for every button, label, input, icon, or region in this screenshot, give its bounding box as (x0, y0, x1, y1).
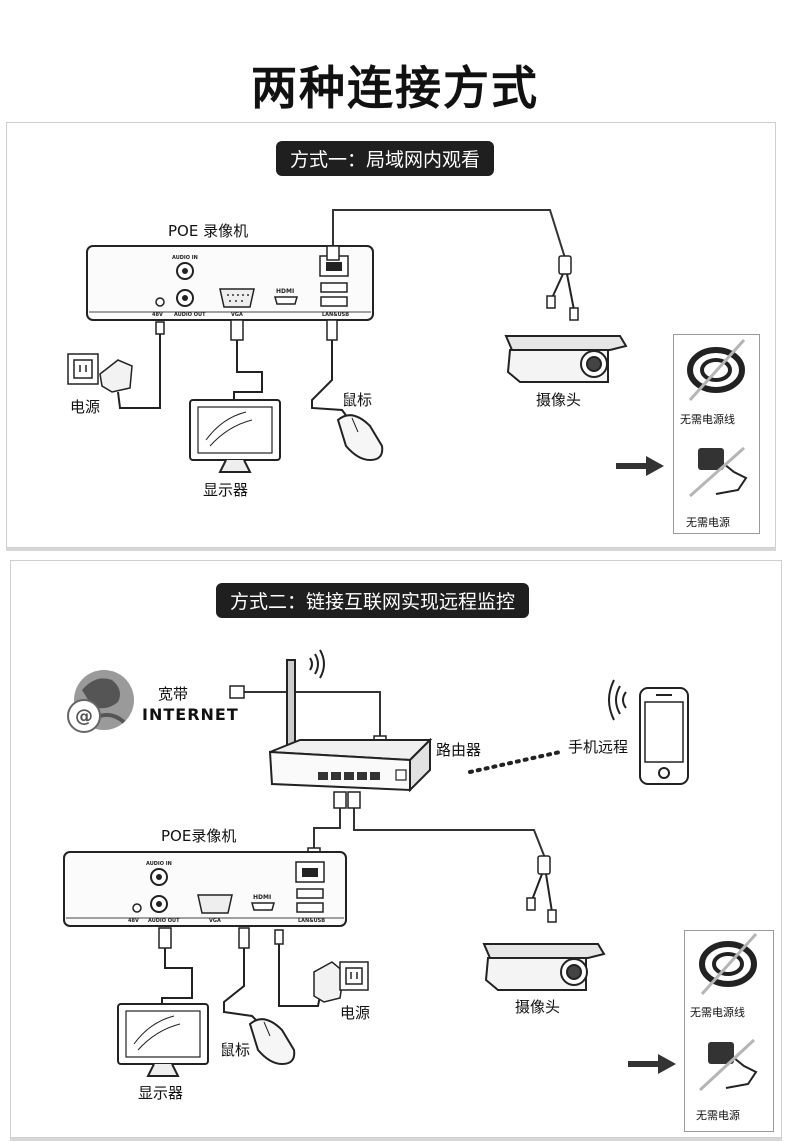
method2-vga-label: VGA (209, 918, 221, 924)
method2-broadband-label: 宽带 (158, 685, 189, 703)
method1-no-cable-icon (687, 338, 746, 402)
method1-vga-label: VGA (231, 312, 243, 318)
method2-phone-wifi-icon (608, 679, 627, 721)
method1-dc-label: 48V (152, 312, 163, 318)
method1-monitor-icon (189, 399, 281, 473)
method2-no-cable-icon (699, 932, 758, 996)
method1-power-label: 电源 (70, 398, 101, 416)
method1-nvr-device (86, 245, 374, 321)
method1-mouse-label: 鼠标 (342, 391, 373, 409)
method2-camera-pigtail (526, 855, 557, 923)
method2-hdmi-label: HDMI (253, 894, 271, 901)
method1-no-cable-label: 无需电源线 (680, 413, 735, 426)
method1-audio-in-label: AUDIO IN (172, 255, 198, 261)
method1-camera-label: 摄像头 (536, 391, 582, 409)
method1-nvr-label: POE 录像机 (168, 222, 249, 240)
method1-lan-usb-label: LAN&USB (322, 312, 349, 318)
method2-router-wifi-icon (309, 649, 325, 679)
method2-camera-label: 摄像头 (515, 998, 561, 1016)
method2-internet-globe-icon: @ (67, 670, 134, 733)
method1-network-cable (332, 209, 566, 259)
method2-mouse-label: 鼠标 (220, 1041, 251, 1059)
method1-hdmi-label: HDMI (276, 288, 294, 295)
method2-router-label: 路由器 (436, 741, 482, 759)
method2-no-cable-label: 无需电源线 (690, 1006, 745, 1019)
method2-heading: 方式二：链接互联网实现远程监控 (216, 583, 530, 618)
method2-dc-label: 48V (128, 918, 139, 924)
method2-internet-text: INTERNET (142, 705, 239, 724)
method2-no-power-icon (698, 1038, 758, 1092)
method2-vga-cable (158, 927, 193, 1008)
method2-no-power-label: 无需电源 (696, 1109, 740, 1122)
method2-mouse-icon (248, 1018, 296, 1066)
method2-nvr-device (63, 851, 347, 927)
method1-mouse-cable (311, 319, 349, 419)
method1-rj45-plug (326, 245, 340, 261)
method1-mouse-icon (336, 414, 384, 462)
method1-vga-cable (230, 319, 263, 402)
method1-monitor-label: 显示器 (203, 481, 249, 499)
method2-router-camera-cable (347, 791, 546, 859)
method2-phone-label: 手机远程 (568, 738, 629, 756)
method2-audio-out-label: AUDIO OUT (148, 918, 180, 924)
method1-camera-icon (504, 335, 628, 383)
method1-arrow-icon (616, 456, 664, 476)
method1-no-power-icon (689, 446, 748, 498)
method1-heading: 方式一：局域网内观看 (276, 141, 495, 176)
svg-text:@: @ (75, 706, 93, 727)
method2-power-adapter (274, 929, 369, 1007)
method2-power-label: 电源 (340, 1004, 371, 1022)
method1-power-adapter (67, 321, 165, 409)
method1-panel (6, 122, 776, 548)
method2-phone-icon (639, 687, 689, 785)
method2-lan-usb-label: LAN&USB (298, 918, 325, 924)
method2-router-icon (268, 659, 433, 793)
method2-wireless-link (468, 750, 562, 774)
method1-camera-pigtail (546, 255, 579, 321)
method2-camera-icon (482, 943, 606, 991)
method2-arrow-icon (628, 1054, 676, 1074)
method2-nvr-label: POE录像机 (161, 827, 237, 845)
method2-monitor-icon (117, 1003, 209, 1077)
method2-monitor-label: 显示器 (138, 1084, 184, 1102)
method1-no-power-label: 无需电源 (686, 516, 730, 529)
method2-mouse-cable (223, 927, 259, 1023)
page-title: 两种连接方式 (251, 61, 539, 115)
method1-audio-out-label: AUDIO OUT (174, 312, 206, 318)
method2-audio-in-label: AUDIO IN (146, 861, 172, 867)
